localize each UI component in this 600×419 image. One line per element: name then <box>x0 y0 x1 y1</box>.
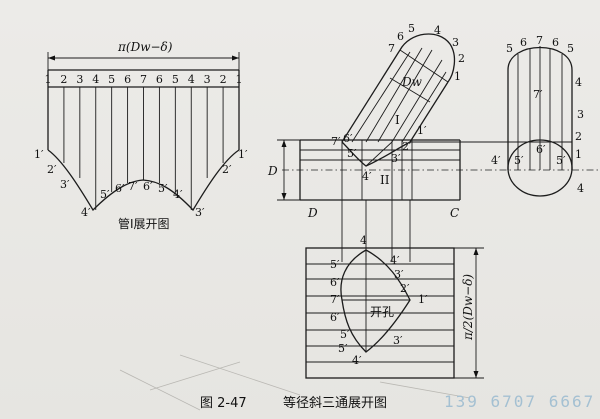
top-number: 1 <box>236 73 243 86</box>
intersection-label: 4′ <box>362 170 372 183</box>
page-bleed-through <box>119 354 471 411</box>
top-number: 2 <box>60 73 67 86</box>
branch-diameter-label: Dw <box>401 75 423 89</box>
branch-number: 1 <box>454 70 461 83</box>
branch-number: 7 <box>388 42 395 55</box>
hole-left-label: 5′ <box>340 328 350 341</box>
height-formula: π/2(Dw−δ) <box>461 274 475 341</box>
curve-label: 6′ <box>115 182 125 195</box>
side-number: 5 <box>567 42 574 55</box>
side-inner-label: 4′ <box>491 154 501 167</box>
curve-label: 2′ <box>47 163 57 176</box>
curve-label: 7′ <box>128 180 138 193</box>
hole-curve-label: 4′ <box>390 254 400 267</box>
curve-label: 6′ <box>143 180 153 193</box>
intersection-label: 2′ <box>402 140 412 153</box>
top-number: 7 <box>140 73 147 86</box>
pattern-title: 管I展开图 <box>118 216 170 231</box>
side-number: 6 <box>552 36 559 49</box>
curve-label: 3′ <box>195 206 205 219</box>
top-number: 6 <box>124 73 131 86</box>
side-view: 5 6 7 6 5 4 3 2 1 4 7′ 4′ 5′ 6′ 5′ <box>491 34 584 197</box>
caption-number: 图 2-47 <box>200 396 247 411</box>
hole-left-label: 6′ <box>330 276 340 289</box>
curve-label: 4′ <box>81 206 91 219</box>
side-number: 2 <box>575 130 582 143</box>
side-number: 4 <box>575 76 582 89</box>
top-number: 3 <box>204 73 211 86</box>
top-number: 2 <box>220 73 227 86</box>
corner-letter-c: C <box>450 206 459 220</box>
top-number: 6 <box>156 73 163 86</box>
hole-curve-label: 3′ <box>394 268 404 281</box>
hole-left-label: 4 <box>360 234 367 247</box>
side-inner-label: 5′ <box>556 154 566 167</box>
branch-name: I <box>395 113 400 127</box>
branch-end-cap <box>399 33 456 83</box>
main-pipe-name: II <box>380 173 390 187</box>
hole-left-label: 7′ <box>330 293 340 306</box>
hole-title: 开孔 <box>370 305 394 319</box>
top-number: 1 <box>45 73 52 86</box>
curve-label: 1′ <box>34 148 44 161</box>
arrow-left <box>48 55 55 61</box>
side-number: 6 <box>520 36 527 49</box>
watermark-text: 139 6707 6667 <box>444 392 595 411</box>
intersection-label: 6′ <box>343 132 353 145</box>
curve-label: 4′ <box>173 188 183 201</box>
hole-curve-label: 2′ <box>400 282 410 295</box>
side-inner-label: 7′ <box>533 88 543 101</box>
side-number: 1 <box>575 148 582 161</box>
main-diameter-label: D <box>267 164 278 178</box>
intersection-label: 7′ <box>331 135 341 148</box>
side-inner-label: 6′ <box>536 143 546 156</box>
side-number: 4 <box>577 182 584 195</box>
hole-curve-label: 3′ <box>393 334 403 347</box>
top-number: 4 <box>188 73 195 86</box>
intersection-label: 3′ <box>391 152 401 165</box>
hole-curve-label: 5′ <box>338 342 348 355</box>
hole-left-label: 6′ <box>330 311 340 324</box>
caption-text: 等径斜三通展开图 <box>283 395 387 411</box>
corner-letter-d: D <box>307 206 318 220</box>
side-number: 7 <box>536 34 543 47</box>
intersection-label: 1′ <box>417 124 427 137</box>
branch-number: 4 <box>434 24 441 37</box>
intersection-label: 5′ <box>347 147 357 160</box>
hole-development: π/2(Dw−δ) 4 5′ 6′ 7′ 6′ 5′ 4′ 3′ 2′ 1′ 3… <box>305 234 484 379</box>
side-inner-label: 5′ <box>514 154 524 167</box>
hole-curve-label: 4′ <box>352 354 362 367</box>
branch-number: 3 <box>452 36 459 49</box>
side-number: 3 <box>577 108 584 121</box>
hole-curve-label: 1′ <box>418 293 428 306</box>
pattern-bottom-curve <box>47 149 240 212</box>
top-number: 5 <box>108 73 115 86</box>
top-number: 4 <box>92 73 99 86</box>
branch-number: 2 <box>458 52 465 65</box>
width-formula: π(Dw−δ) <box>117 40 173 54</box>
branch-number: 5 <box>408 22 415 35</box>
elevation-view: D D C Dw 7 6 5 4 3 2 1 I II 7′ 6′ 5′ 4′ … <box>267 22 598 262</box>
hole-left-label: 5′ <box>330 258 340 271</box>
curve-label: 1′ <box>238 148 248 161</box>
branch-number: 6 <box>397 30 404 43</box>
side-number: 5 <box>506 42 513 55</box>
curve-label: 2′ <box>222 163 232 176</box>
generator-lines <box>47 87 240 210</box>
curve-label: 5′ <box>100 188 110 201</box>
curve-label: 3′ <box>60 178 70 191</box>
curve-label: 5′ <box>158 182 168 195</box>
figure-caption: 图 2-47 等径斜三通展开图 <box>200 395 387 411</box>
top-number: 5 <box>172 73 179 86</box>
arrow-right <box>232 55 239 61</box>
top-number: 3 <box>76 73 83 86</box>
